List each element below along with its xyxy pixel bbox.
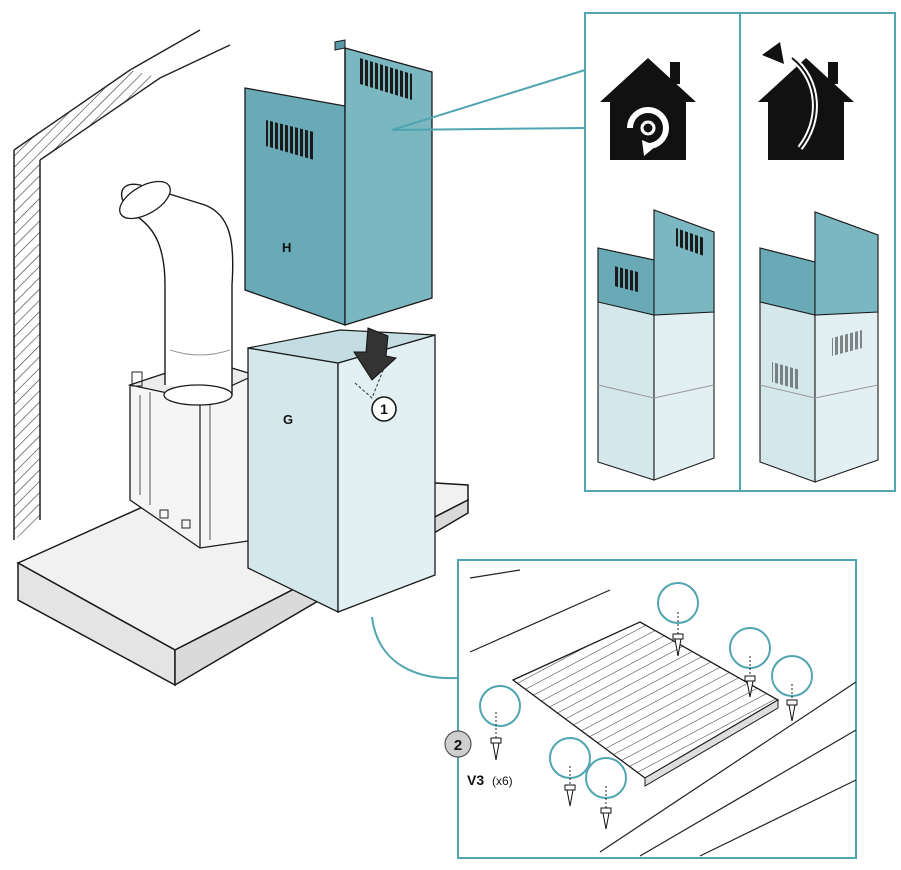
screw-icon: [490, 712, 502, 761]
screw-icon: [672, 612, 684, 657]
screw-icon: [744, 656, 756, 698]
chimney-recirculation-variant: [597, 209, 715, 481]
screw-icon: [600, 786, 612, 830]
house-recirculation-icon: [600, 58, 696, 160]
upper-chimney-h: H: [244, 39, 433, 326]
screw-code: V3: [467, 772, 484, 788]
lower-chimney-g: G: [247, 329, 436, 614]
mode-comparison-panel: [584, 12, 896, 492]
wall: [13, 29, 231, 540]
screw-code-label: V3 (x6): [467, 772, 513, 788]
callout-lines: [391, 69, 586, 131]
house-extraction-icon: [758, 42, 854, 160]
exhaust-duct: [119, 180, 234, 406]
screw-count: (x6): [492, 774, 513, 788]
step-one-marker: 1: [371, 396, 397, 422]
chimney-extraction-variant: [759, 211, 879, 483]
screw-icon: [786, 684, 798, 722]
screw-icon: [564, 766, 576, 807]
step-two-number: 2: [454, 737, 462, 754]
lower-chimney-label: G: [283, 412, 293, 427]
upper-chimney-label: H: [282, 240, 291, 255]
step-two-marker: 2: [444, 730, 472, 758]
arrow-down-icon: [353, 327, 398, 399]
screw-detail-panel: 2 V3 (x6): [444, 559, 857, 859]
step-one-number: 1: [380, 401, 388, 417]
